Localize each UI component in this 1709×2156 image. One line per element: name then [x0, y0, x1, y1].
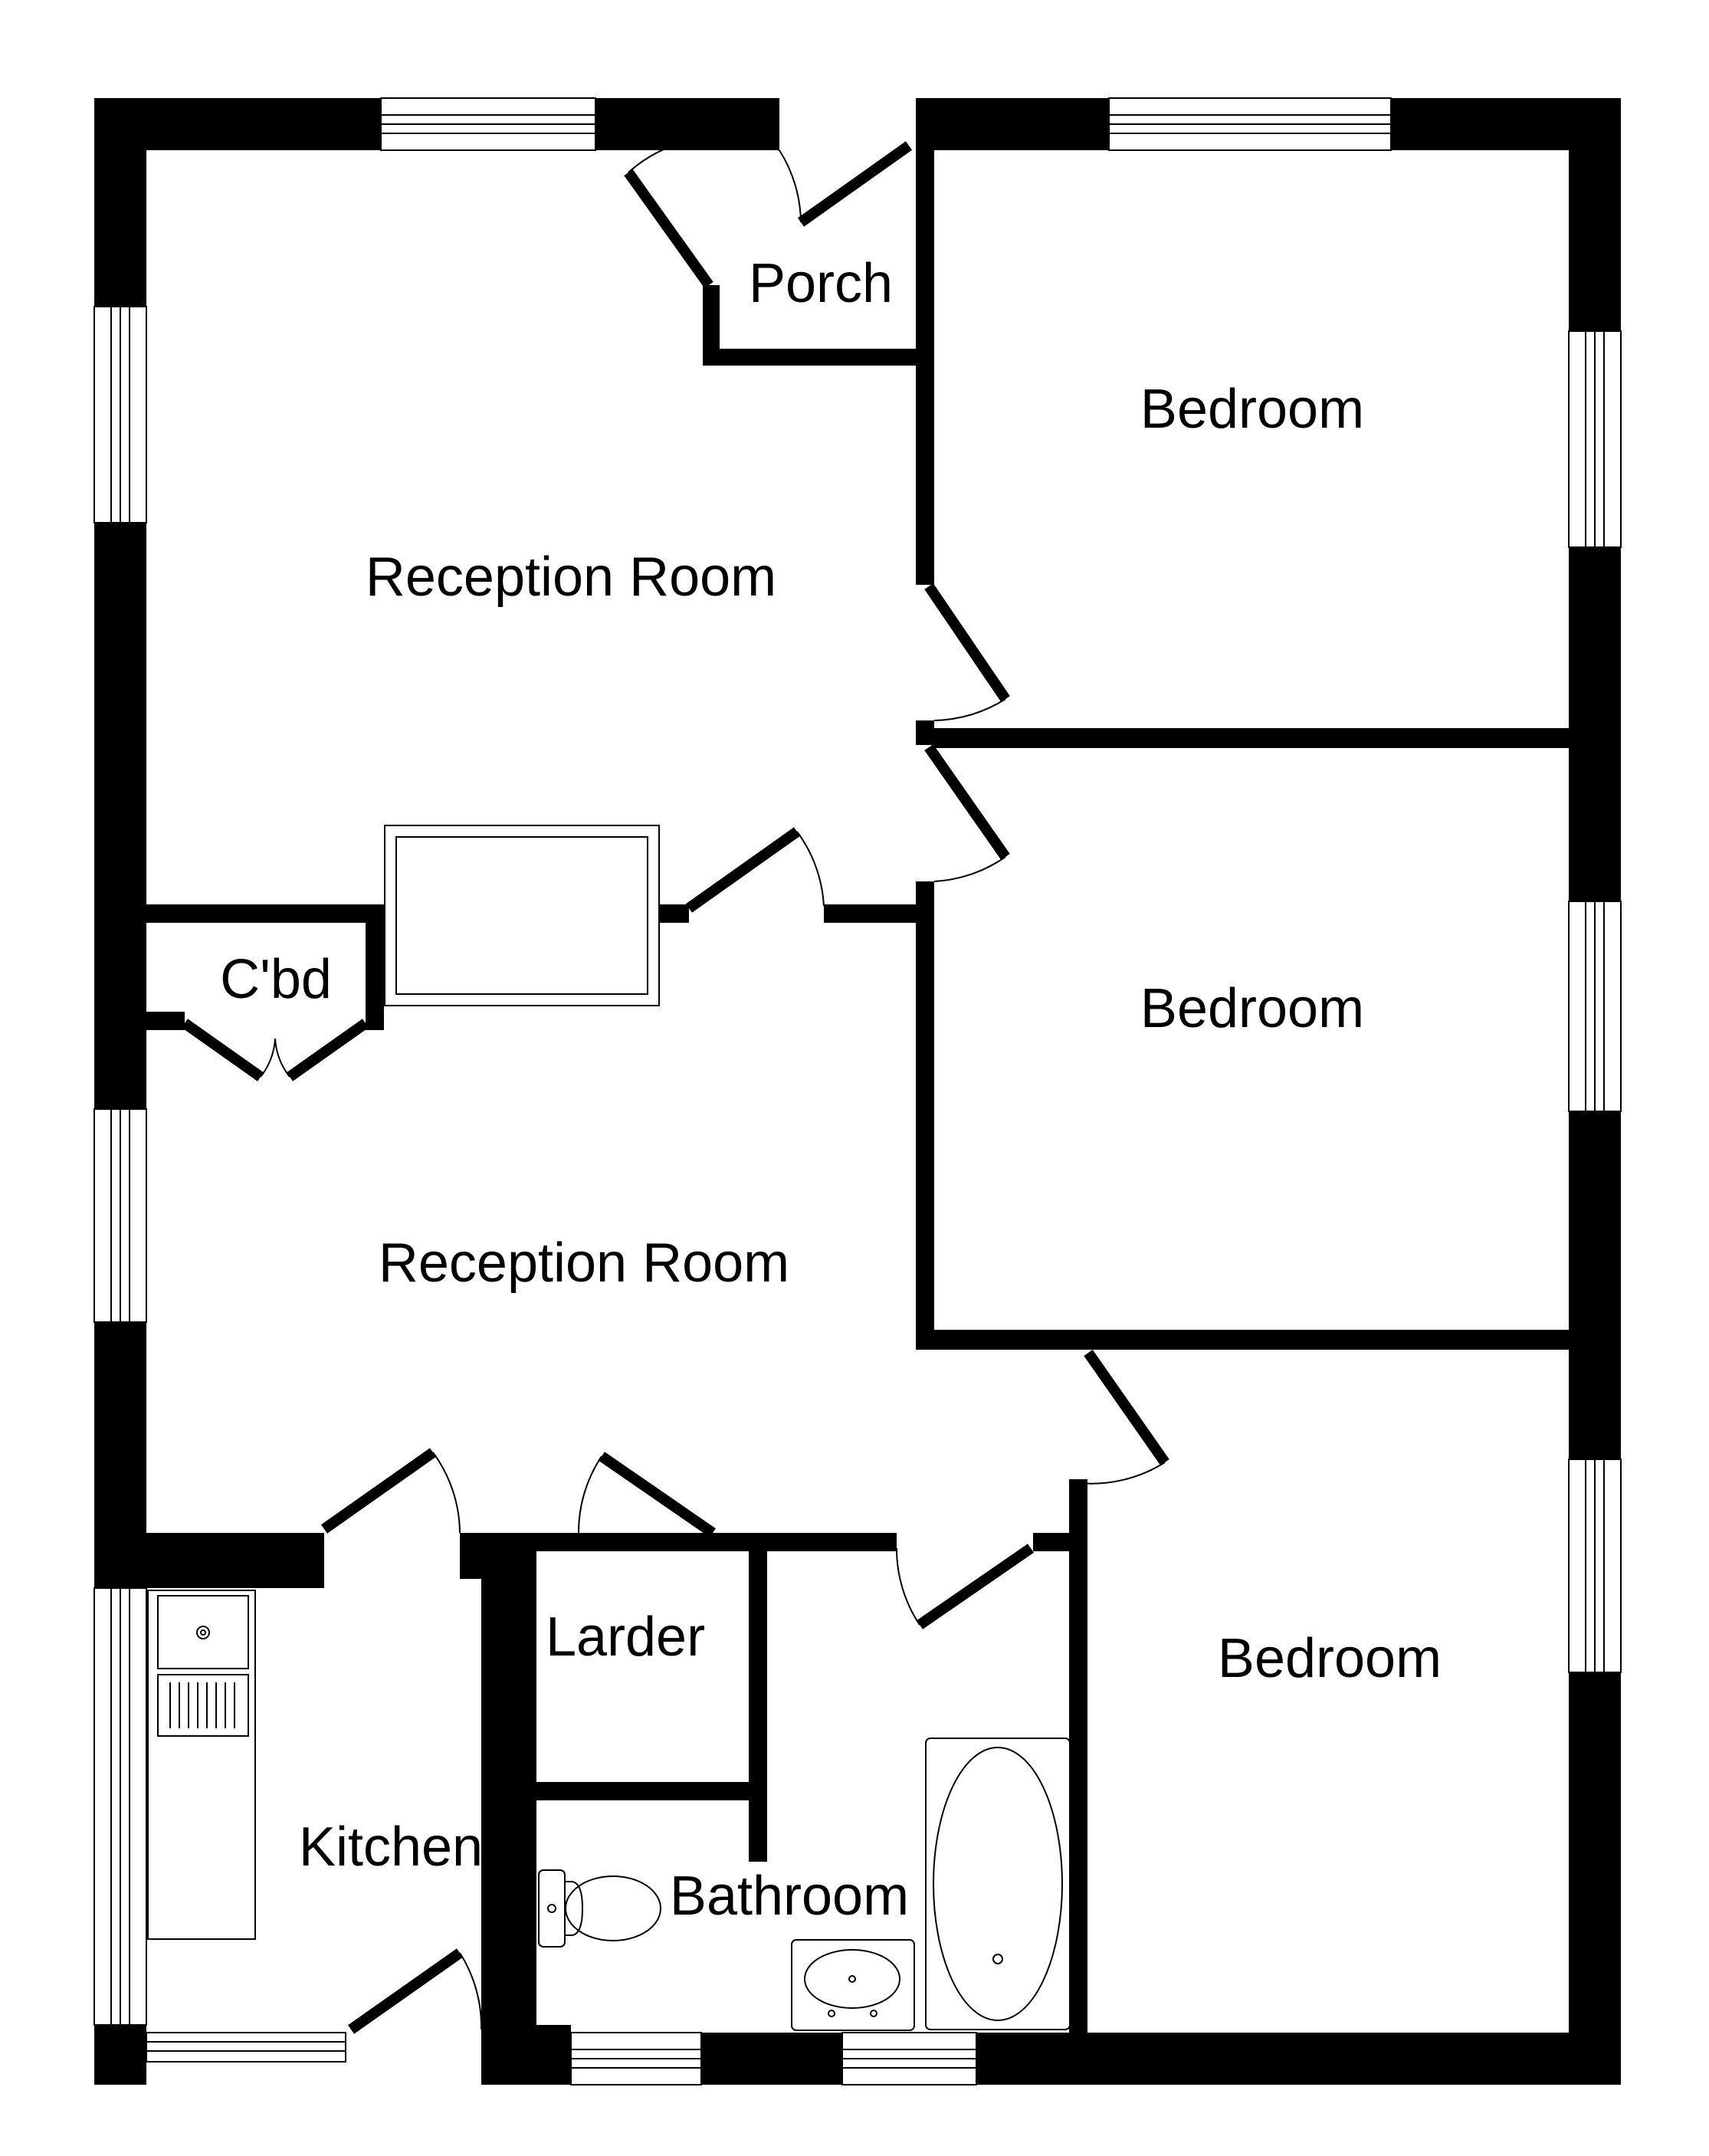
door-bathroom[interactable] — [895, 1544, 1034, 1629]
door-reception-divider[interactable] — [685, 827, 825, 913]
room-label-kitchen: Kitchen — [299, 1816, 483, 1878]
toilet — [538, 1869, 661, 1948]
room-label-larder: Larder — [546, 1606, 705, 1668]
kitchen-sink — [147, 1590, 256, 1940]
door-porch-front[interactable] — [779, 141, 913, 227]
window-bathroom-right — [841, 2032, 977, 2085]
bath — [925, 1738, 1071, 2030]
room-label-bedroom-middle: Bedroom — [1140, 978, 1364, 1039]
door-cupboard[interactable] — [181, 1019, 369, 1081]
window-right-lower — [1568, 1459, 1622, 1673]
door-bedroom-bottom[interactable] — [1078, 1349, 1169, 1485]
internal-walls — [146, 98, 1569, 2085]
room-label-bedroom-bottom: Bedroom — [1218, 1628, 1442, 1689]
window-kitchen-bottom — [146, 2032, 346, 2062]
window-right-middle — [1568, 901, 1622, 1112]
fixtures — [147, 825, 1071, 2031]
window-top-left — [380, 97, 596, 151]
window-top-right — [1108, 97, 1392, 151]
fireplace — [384, 825, 660, 1006]
door-bedroom-top[interactable] — [924, 583, 1010, 721]
room-label-bedroom-top: Bedroom — [1140, 379, 1364, 440]
door-porch-inner[interactable] — [624, 136, 780, 289]
window-left-upper — [93, 306, 147, 523]
room-label-bathroom: Bathroom — [670, 1866, 909, 1927]
window-left-middle — [93, 1108, 147, 1323]
basin — [791, 1939, 915, 2031]
windows — [93, 97, 1622, 2085]
room-label-reception-top: Reception Room — [366, 546, 776, 608]
door-bedroom-middle[interactable] — [924, 743, 1010, 882]
room-label-reception-bottom: Reception Room — [379, 1232, 789, 1294]
window-kitchen-left — [93, 1587, 147, 2026]
room-labels: Porch Bedroom Reception Room C'bd Bedroo… — [220, 253, 1442, 1927]
door-kitchen[interactable] — [320, 1448, 461, 1534]
room-label-cupboard: C'bd — [220, 949, 332, 1010]
door-larder[interactable] — [577, 1452, 716, 1537]
room-label-porch: Porch — [749, 253, 893, 314]
external-walls — [94, 98, 1621, 2085]
door-kitchen-back[interactable] — [347, 1948, 483, 2034]
window-bathroom-left — [570, 2032, 702, 2085]
window-right-upper — [1568, 330, 1622, 548]
doors — [181, 136, 1169, 2034]
